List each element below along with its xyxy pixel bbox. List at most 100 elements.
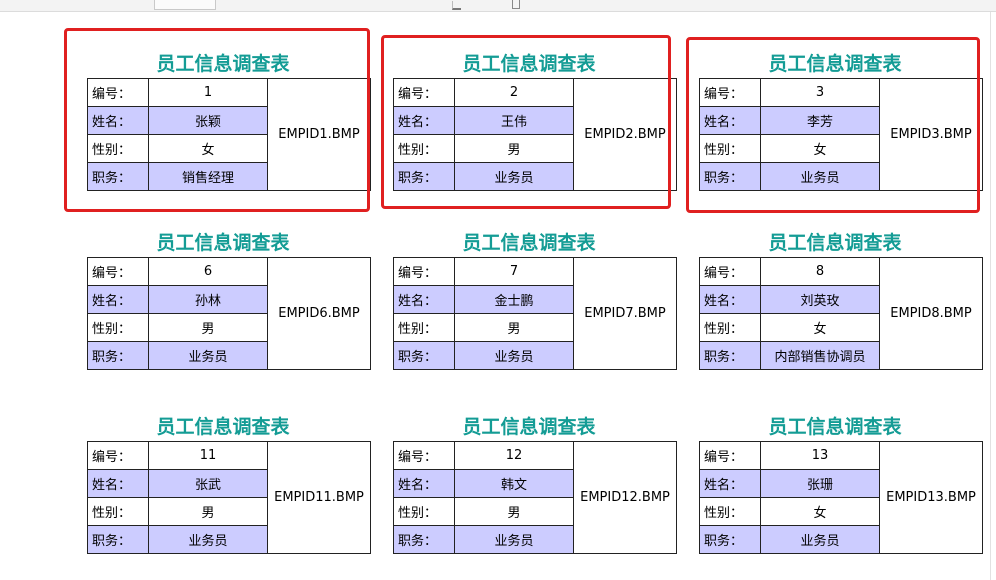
position-value[interactable]: 内部销售协调员	[760, 341, 880, 370]
position-value[interactable]: 业务员	[148, 525, 268, 554]
gender-label: 性别：	[87, 497, 149, 526]
card-title: 员工信息调查表	[768, 416, 902, 438]
position-value[interactable]: 销售经理	[148, 162, 268, 191]
photo-cell[interactable]: EMPID11.BMP	[267, 441, 371, 554]
name-value[interactable]: 李芳	[760, 106, 880, 135]
id-label: 编号：	[699, 257, 761, 286]
gender-value[interactable]: 男	[454, 497, 574, 526]
name-label: 姓名：	[87, 285, 149, 314]
id-label: 编号：	[87, 257, 149, 286]
photo-cell[interactable]: EMPID8.BMP	[879, 257, 983, 370]
position-label: 职务：	[393, 525, 455, 554]
name-value[interactable]: 刘英玫	[760, 285, 880, 314]
photo-cell[interactable]: EMPID12.BMP	[573, 441, 677, 554]
photo-cell[interactable]: EMPID2.BMP	[573, 78, 677, 191]
id-label: 编号：	[393, 78, 455, 107]
name-value[interactable]: 张武	[148, 469, 268, 498]
gender-label: 性别：	[87, 313, 149, 342]
photo-cell[interactable]: EMPID13.BMP	[879, 441, 983, 554]
id-value[interactable]: 3	[760, 78, 880, 107]
gender-value[interactable]: 男	[148, 497, 268, 526]
photo-cell[interactable]: EMPID7.BMP	[573, 257, 677, 370]
name-value[interactable]: 金士鹏	[454, 285, 574, 314]
position-value[interactable]: 业务员	[454, 341, 574, 370]
toolbar-icon[interactable]	[512, 0, 520, 9]
id-label: 编号：	[393, 257, 455, 286]
card-title: 员工信息调查表	[156, 232, 290, 254]
name-label: 姓名：	[393, 106, 455, 135]
id-value[interactable]: 13	[760, 441, 880, 470]
toolbar-icon[interactable]	[452, 1, 461, 10]
card-title: 员工信息调查表	[462, 416, 596, 438]
gender-value[interactable]: 女	[760, 313, 880, 342]
id-value[interactable]: 8	[760, 257, 880, 286]
card-title: 员工信息调查表	[156, 416, 290, 438]
id-label: 编号：	[87, 441, 149, 470]
position-value[interactable]: 业务员	[454, 525, 574, 554]
name-label: 姓名：	[699, 469, 761, 498]
toolbar-button[interactable]	[154, 0, 216, 10]
name-value[interactable]: 张颖	[148, 106, 268, 135]
id-value[interactable]: 12	[454, 441, 574, 470]
id-value[interactable]: 6	[148, 257, 268, 286]
gender-label: 性别：	[393, 497, 455, 526]
gender-value[interactable]: 男	[148, 313, 268, 342]
name-label: 姓名：	[393, 469, 455, 498]
gender-value[interactable]: 男	[454, 313, 574, 342]
highlight-frame	[64, 28, 370, 212]
gender-value[interactable]: 女	[760, 134, 880, 163]
card-title: 员工信息调查表	[462, 232, 596, 254]
gender-value[interactable]: 女	[148, 134, 268, 163]
position-label: 职务：	[393, 162, 455, 191]
gender-label: 性别：	[393, 313, 455, 342]
id-value[interactable]: 7	[454, 257, 574, 286]
id-label: 编号：	[87, 78, 149, 107]
position-label: 职务：	[87, 525, 149, 554]
gender-label: 性别：	[699, 134, 761, 163]
gender-value[interactable]: 女	[760, 497, 880, 526]
card-title: 员工信息调查表	[156, 53, 290, 75]
position-value[interactable]: 业务员	[760, 162, 880, 191]
card-title: 员工信息调查表	[768, 53, 902, 75]
page-edge	[990, 12, 991, 580]
name-value[interactable]: 王伟	[454, 106, 574, 135]
card-title: 员工信息调查表	[768, 232, 902, 254]
name-label: 姓名：	[393, 285, 455, 314]
id-value[interactable]: 11	[148, 441, 268, 470]
gender-label: 性别：	[699, 313, 761, 342]
gender-label: 性别：	[393, 134, 455, 163]
gender-label: 性别：	[699, 497, 761, 526]
name-label: 姓名：	[87, 469, 149, 498]
position-value[interactable]: 业务员	[454, 162, 574, 191]
position-value[interactable]: 业务员	[760, 525, 880, 554]
photo-cell[interactable]: EMPID3.BMP	[879, 78, 983, 191]
position-label: 职务：	[699, 525, 761, 554]
name-value[interactable]: 张珊	[760, 469, 880, 498]
name-value[interactable]: 韩文	[454, 469, 574, 498]
card-title: 员工信息调查表	[462, 53, 596, 75]
name-value[interactable]: 孙林	[148, 285, 268, 314]
id-label: 编号：	[393, 441, 455, 470]
highlight-frame	[381, 35, 671, 209]
position-value[interactable]: 业务员	[148, 341, 268, 370]
highlight-frame	[686, 37, 980, 213]
photo-cell[interactable]: EMPID6.BMP	[267, 257, 371, 370]
position-label: 职务：	[87, 341, 149, 370]
gender-label: 性别：	[87, 134, 149, 163]
name-label: 姓名：	[699, 285, 761, 314]
position-label: 职务：	[393, 341, 455, 370]
photo-cell[interactable]: EMPID1.BMP	[267, 78, 371, 191]
